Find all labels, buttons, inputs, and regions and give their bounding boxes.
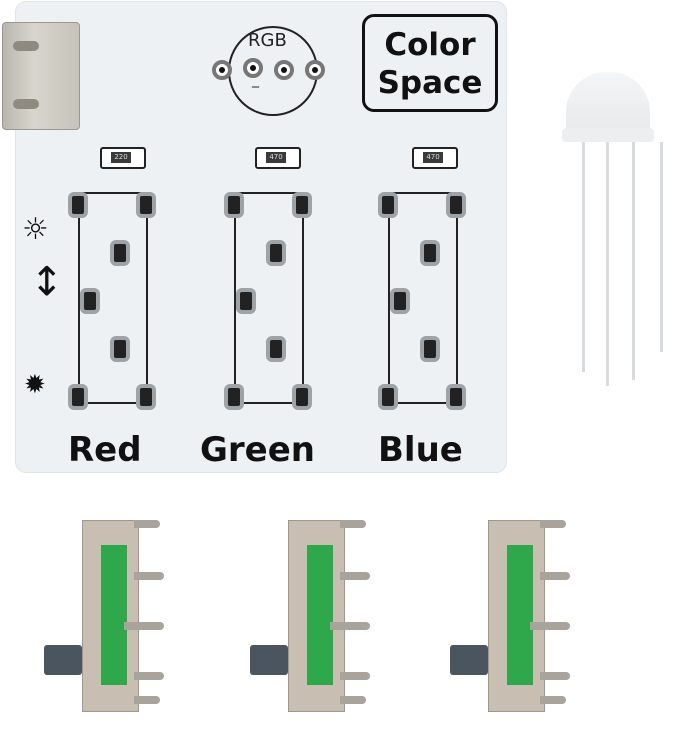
pad [446, 384, 466, 410]
pad [110, 336, 130, 362]
switch-footprint-blue [388, 192, 458, 404]
switch-knob [44, 645, 82, 675]
resistor-blue: 470 [412, 147, 458, 169]
pad [136, 192, 156, 218]
pad [378, 384, 398, 410]
rgb-label: RGB [248, 30, 287, 51]
led-leg [660, 142, 663, 352]
label-green: Green [200, 430, 315, 470]
sun-dim-icon: ✹ [24, 370, 46, 400]
pad [68, 192, 88, 218]
switch-knob [450, 645, 488, 675]
switch-footprint-red [78, 192, 148, 404]
pad [378, 192, 398, 218]
pad [136, 384, 156, 410]
pad [236, 288, 256, 314]
color-space-logo: Color Space [362, 14, 498, 112]
pad [110, 240, 130, 266]
pad [420, 336, 440, 362]
usb-slot [13, 41, 39, 51]
pad [80, 288, 100, 314]
pad [266, 336, 286, 362]
label-red: Red [68, 430, 142, 470]
led-hole [274, 60, 294, 80]
resistor-red: 220 [100, 147, 146, 169]
pad [292, 192, 312, 218]
pad [292, 384, 312, 410]
pad [68, 384, 88, 410]
rgb-led-base [562, 128, 654, 142]
pad [224, 192, 244, 218]
pad [390, 288, 410, 314]
arrow-updown-icon: ↕ [30, 259, 64, 305]
pad [266, 240, 286, 266]
switch-slider [101, 545, 127, 685]
slide-switch-2 [250, 510, 378, 712]
slide-switch-1 [44, 510, 172, 712]
led-hole [212, 60, 232, 80]
resistor-green: 470 [255, 147, 301, 169]
label-blue: Blue [378, 430, 463, 470]
minus-marker: _ [252, 72, 259, 88]
switch-slider [507, 545, 533, 685]
micro-usb-connector [2, 22, 80, 130]
logo-line-1: Color [384, 27, 476, 63]
slide-switch-3 [450, 510, 578, 712]
led-hole [243, 58, 263, 78]
switch-slider [307, 545, 333, 685]
switch-knob [250, 645, 288, 675]
rgb-led-dome [566, 72, 650, 134]
switch-footprint-green [234, 192, 304, 404]
led-leg [582, 142, 585, 372]
led-leg [606, 142, 609, 386]
sun-bright-icon: ☼ [22, 212, 49, 247]
pad [224, 384, 244, 410]
usb-slot [13, 99, 39, 109]
pad [420, 240, 440, 266]
led-leg [632, 142, 635, 380]
logo-line-2: Space [377, 65, 483, 101]
led-hole [305, 60, 325, 80]
pad [446, 192, 466, 218]
